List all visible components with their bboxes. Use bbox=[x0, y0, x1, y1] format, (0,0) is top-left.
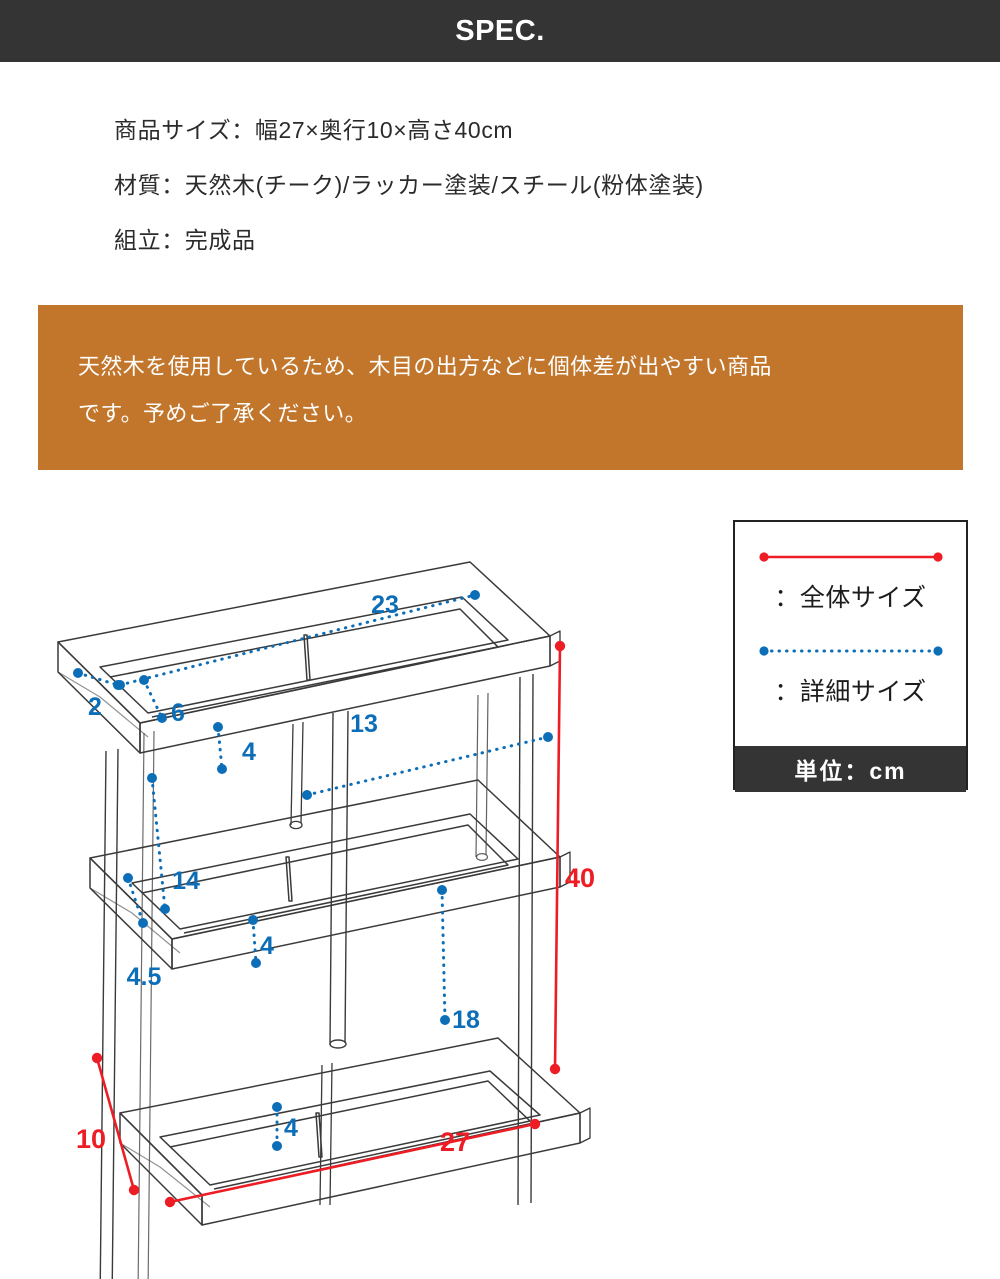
legend-body: ：全体サイズ ：詳細サイズ bbox=[735, 522, 966, 746]
overall-dimension-endpoints bbox=[91, 640, 566, 1208]
dim-line-4-mid bbox=[251, 918, 258, 965]
dim-label-6: 6 bbox=[171, 699, 185, 727]
legend-overall-line-sample bbox=[751, 544, 950, 570]
notice-text-line-2: です。予めご了承ください。 bbox=[78, 401, 368, 426]
dim-label-40: 40 bbox=[565, 863, 595, 893]
shelf-line-drawing bbox=[57, 561, 591, 1279]
dim-line-2 bbox=[76, 671, 120, 687]
overall-dimension-lines bbox=[95, 644, 562, 1204]
dotted-blue-line-icon bbox=[758, 646, 943, 656]
solid-red-line-icon bbox=[758, 552, 943, 562]
dim-line-10 bbox=[95, 1056, 136, 1192]
spec-line-material: 材質：天然木(チーク)/ラッカー塗装/スチール(粉体塗装) bbox=[114, 172, 704, 198]
detail-dimension-lines bbox=[76, 593, 550, 1148]
dimension-labels: 23 2 6 4 13 14 4.5 4 18 4 40 27 10 bbox=[76, 591, 595, 1157]
dim-line-14 bbox=[150, 776, 167, 911]
dim-label-45: 4.5 bbox=[127, 963, 162, 991]
dim-line-27 bbox=[168, 1122, 537, 1204]
notice-text-line-1: 天然木を使用しているため、木目の出方などに個体差が出やすい商品 bbox=[78, 354, 772, 379]
legend-unit-footer: 単位：cm bbox=[735, 746, 966, 792]
dim-label-13: 13 bbox=[350, 710, 378, 738]
dim-label-2: 2 bbox=[88, 693, 102, 721]
dim-line-4-top bbox=[216, 725, 224, 771]
dim-label-27: 27 bbox=[440, 1127, 470, 1157]
dim-label-23: 23 bbox=[371, 591, 399, 619]
spec-line-assembly: 組立：完成品 bbox=[114, 227, 256, 253]
product-dimension-diagram: 23 2 6 4 13 14 4.5 4 18 4 40 27 10 bbox=[0, 505, 1000, 1279]
dim-label-4-mid: 4 bbox=[260, 932, 274, 960]
spec-header-bar: SPEC. bbox=[0, 0, 1000, 62]
dim-label-18: 18 bbox=[452, 1006, 480, 1034]
dim-line-13 bbox=[305, 735, 550, 797]
spec-line-size: 商品サイズ：幅27×奥行10×高さ40cm bbox=[114, 117, 514, 143]
legend-overall-label: ：全体サイズ bbox=[774, 584, 927, 612]
dim-label-4-top: 4 bbox=[242, 738, 256, 766]
dim-line-45 bbox=[126, 876, 145, 925]
dim-line-6 bbox=[142, 678, 164, 720]
dim-line-18 bbox=[440, 888, 447, 1022]
notice-box: 天然木を使用しているため、木目の出方などに個体差が出やすい商品 です。予めご了承… bbox=[38, 305, 963, 470]
dim-label-4-bottom: 4 bbox=[284, 1114, 298, 1142]
detail-dimension-endpoints bbox=[73, 590, 553, 1151]
legend-detail-line-sample bbox=[751, 638, 950, 664]
legend-detail-label: ：詳細サイズ bbox=[774, 678, 927, 706]
page-title: SPEC. bbox=[455, 14, 545, 47]
dim-label-10: 10 bbox=[76, 1124, 106, 1154]
legend-box: ：全体サイズ ：詳細サイズ 単位：cm bbox=[733, 520, 968, 792]
dim-line-40 bbox=[553, 644, 562, 1071]
legend-unit-label: 単位：cm bbox=[794, 758, 907, 784]
dim-line-23 bbox=[118, 593, 477, 687]
dim-label-14: 14 bbox=[172, 867, 200, 895]
spec-list: 商品サイズ：幅27×奥行10×高さ40cm 材質：天然木(チーク)/ラッカー塗装… bbox=[114, 103, 944, 268]
